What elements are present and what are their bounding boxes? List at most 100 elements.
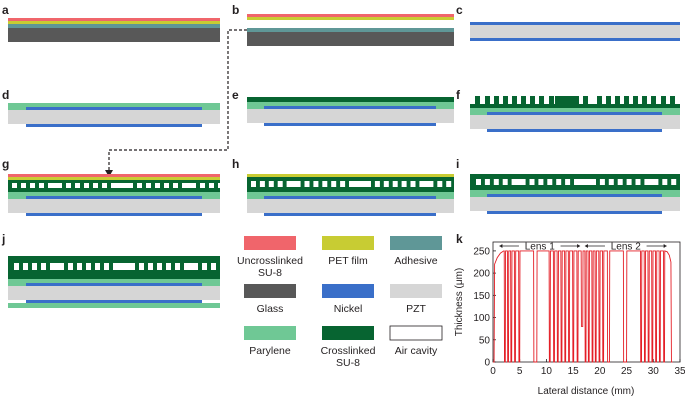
pet-film-layer xyxy=(247,17,454,20)
nickel-electrode-bottom xyxy=(264,213,436,216)
y-tick-label: 200 xyxy=(473,269,490,280)
parylene-layer xyxy=(8,192,220,199)
su8-pillar xyxy=(530,96,535,104)
air-cavities xyxy=(14,263,225,270)
air-cavity xyxy=(84,183,89,188)
legend-label-crosslinked: SU-8 xyxy=(336,357,360,369)
air-cavity xyxy=(331,181,337,187)
nickel-electrode-top xyxy=(26,283,202,286)
air-cavity xyxy=(538,179,544,185)
air-cavity xyxy=(164,183,169,188)
legend-swatch-nickel xyxy=(322,284,374,298)
su8-pillar xyxy=(597,96,602,104)
air-cavity xyxy=(529,179,535,185)
su8-pillar xyxy=(633,96,638,104)
legend-swatch-parylene xyxy=(244,326,296,340)
air-cavity xyxy=(493,179,499,185)
air-cavities xyxy=(12,183,223,188)
crosslinked-su8-layer xyxy=(247,97,454,102)
legend-swatch-air xyxy=(389,325,443,341)
pzt-substrate xyxy=(8,286,220,300)
panel-label-h: h xyxy=(232,157,239,171)
y-tick-label: 250 xyxy=(473,246,490,257)
pzt-substrate xyxy=(470,197,680,211)
su8-pillar xyxy=(642,96,647,104)
su8-pillar xyxy=(583,96,588,104)
x-axis-label: Lateral distance (mm) xyxy=(538,386,635,397)
parylene-layer xyxy=(8,103,220,110)
nickel-electrode-bottom xyxy=(26,213,202,216)
legend-label-uncrosslinked: Uncrosslinked xyxy=(237,255,303,267)
pzt-substrate xyxy=(470,115,680,129)
air-cavity xyxy=(66,183,71,188)
y-tick-label: 150 xyxy=(473,291,490,302)
air-cavity xyxy=(155,183,160,188)
nickel-electrode-top xyxy=(26,107,202,110)
lens-arrow-left xyxy=(584,244,588,248)
nickel-electrode-top xyxy=(26,196,202,199)
parylene-bottom-layer xyxy=(8,303,220,308)
su8-pillar xyxy=(475,96,480,104)
su8-pillar xyxy=(503,96,508,104)
air-cavity xyxy=(14,263,19,270)
su8-pillar xyxy=(539,96,544,104)
panel-h-stack xyxy=(247,174,461,216)
adhesive-layer xyxy=(247,28,454,32)
air-cavity xyxy=(476,179,481,185)
nickel-electrode-bottom xyxy=(264,123,436,126)
su8-pillar xyxy=(512,96,517,104)
panel-label-e: e xyxy=(232,88,239,102)
panel-b-stack xyxy=(247,14,454,46)
lens-arrow-right xyxy=(577,244,581,248)
air-cavity xyxy=(410,181,416,187)
legend-label-parylene: Parylene xyxy=(249,345,291,357)
adhesive-layer xyxy=(8,24,220,28)
transfer-arrow-head xyxy=(105,170,113,177)
pzt-substrate xyxy=(470,25,680,38)
air-cavity xyxy=(392,181,398,187)
nickel-electrode-top xyxy=(487,194,662,197)
air-cavity xyxy=(565,179,571,185)
air-cavity xyxy=(137,183,142,188)
air-cavity xyxy=(286,181,301,187)
air-cavity xyxy=(41,263,46,270)
panel-label-a: a xyxy=(2,3,9,17)
x-tick-label: 15 xyxy=(568,366,580,377)
su8-pillar xyxy=(615,96,620,104)
air-cavity xyxy=(68,263,73,270)
legend-label-air: Air cavity xyxy=(395,345,438,357)
air-cavity xyxy=(21,183,26,188)
panel-label-i: i xyxy=(456,157,459,171)
uncrosslinked-su8-layer xyxy=(8,174,220,177)
nickel-electrode-top xyxy=(487,112,662,115)
su8-pillar xyxy=(661,96,666,104)
su8-pillar xyxy=(485,96,490,104)
air-cavity xyxy=(220,263,225,270)
air-cavity xyxy=(599,179,605,185)
panel-a-stack xyxy=(8,18,220,42)
y-tick-label: 50 xyxy=(479,335,491,346)
air-cavity xyxy=(671,179,677,185)
panel-d-stack xyxy=(8,103,220,127)
nickel-electrode-bottom xyxy=(487,129,662,132)
y-axis-label: Thickness (μm) xyxy=(454,268,465,337)
pzt-substrate xyxy=(247,199,454,213)
air-cavity xyxy=(617,179,623,185)
air-cavity xyxy=(556,179,562,185)
x-tick-label: 0 xyxy=(490,366,496,377)
legend-label-adhesive: Adhesive xyxy=(394,255,437,267)
air-cavity xyxy=(113,263,135,270)
nickel-electrode-top xyxy=(264,196,436,199)
su8-pillar xyxy=(624,96,629,104)
air-cavity xyxy=(502,179,508,185)
air-cavity xyxy=(166,263,171,270)
parylene-layer xyxy=(470,190,680,197)
thickness-series-line xyxy=(493,250,673,363)
air-cavity xyxy=(277,181,283,187)
panel-c-stack xyxy=(470,22,680,41)
y-tick-label: 0 xyxy=(484,358,490,369)
air-cavity xyxy=(547,179,553,185)
